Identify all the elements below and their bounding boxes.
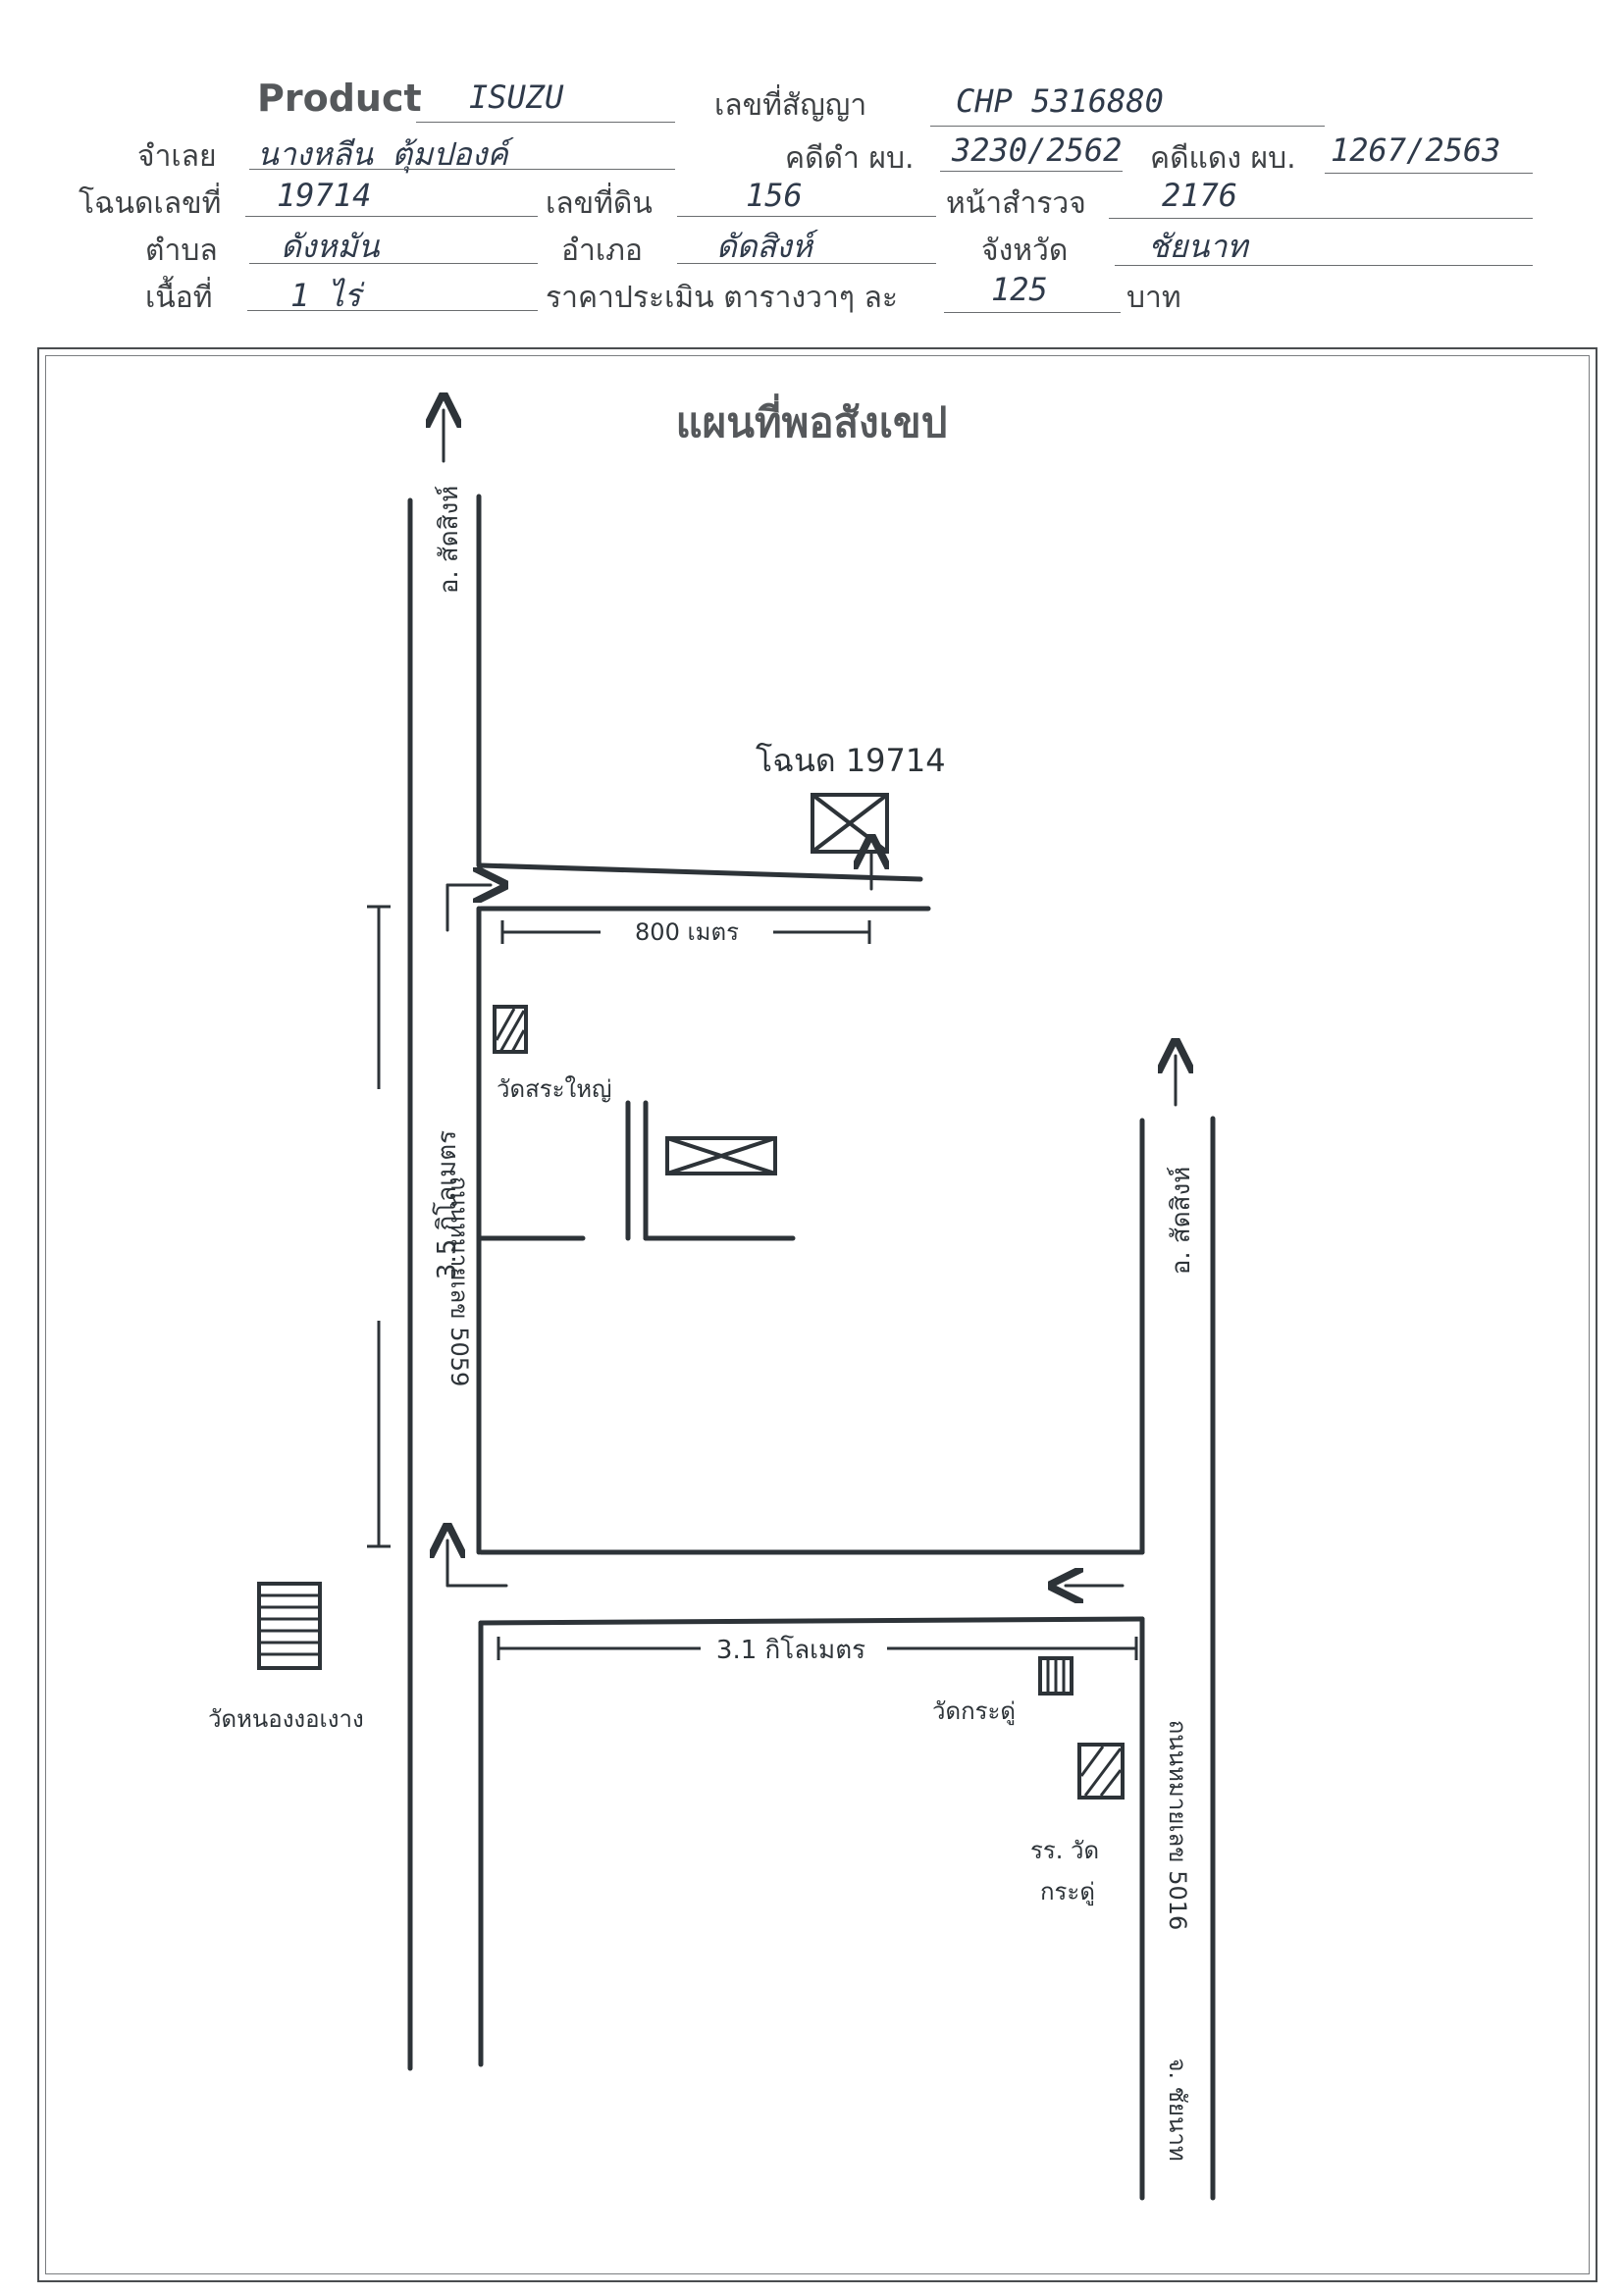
contract-underline xyxy=(930,126,1325,127)
map-title: แผนที่พอสังเขป xyxy=(675,398,948,446)
deed-value: 19714 xyxy=(277,177,372,214)
product-underline xyxy=(416,122,675,123)
to-sankhaburi-right-label: อ. สัดสิงห์ xyxy=(1167,1167,1196,1276)
area-value: 1 ไร่ xyxy=(290,277,361,314)
survey-value: 2176 xyxy=(1162,177,1238,214)
area-underline xyxy=(247,310,538,311)
contract-value: CHP 5316880 xyxy=(956,82,1164,120)
province-underline xyxy=(1115,265,1533,266)
red-case-underline xyxy=(1325,173,1533,174)
deed-mark-label: โฉนด 19714 xyxy=(756,742,946,779)
map-frame-inner xyxy=(45,355,1590,2274)
defendant-value: นางหลีน ตุ้มปองค์ xyxy=(257,135,508,173)
deed-plot-marker xyxy=(811,793,889,854)
red-case-label: คดีแดง ผบ. xyxy=(1150,141,1296,176)
temple-sa-yai-marker xyxy=(493,1005,528,1054)
subdistrict-label: ตำบล xyxy=(145,234,218,268)
deed-label: โฉนดเลขที่ xyxy=(79,186,222,221)
school-kra-du-marker xyxy=(1077,1743,1125,1800)
land-no-underline xyxy=(677,216,936,217)
temple-kra-du-marker xyxy=(1038,1656,1073,1696)
district-value: ดัดสิงห์ xyxy=(716,228,812,265)
map-frame xyxy=(37,347,1597,2282)
cross-road-bottom-edge xyxy=(478,1616,1145,1626)
deed-underline xyxy=(245,216,538,217)
road-5016-label: ถนนหมายเลข 5016 xyxy=(1164,1720,1191,1931)
school-kra-du-label-1: รร. วัด xyxy=(1030,1837,1099,1864)
black-case-label: คดีดำ ผบ. xyxy=(785,141,915,176)
survey-label: หน้าสำรวจ xyxy=(946,186,1086,221)
black-case-underline xyxy=(940,171,1123,172)
temple-nong-ngiew-marker xyxy=(257,1582,322,1670)
product-label: Product xyxy=(257,77,422,120)
subdistrict-value: ดังหมัน xyxy=(281,228,380,265)
price-underline xyxy=(944,312,1121,313)
district-label: อำเภอ xyxy=(561,234,643,268)
school-kra-du-label-2: กระดู่ xyxy=(1040,1878,1095,1906)
area-label: เนื้อที่ xyxy=(145,281,213,315)
survey-underline xyxy=(1109,218,1533,219)
dist-35-label: 3.5 กิโลเมตร xyxy=(432,1130,462,1279)
road-5059-label: ถนนหมายเลข 5059 xyxy=(445,1176,473,1387)
price-unit: บาท xyxy=(1126,281,1181,315)
side-road-top-edge xyxy=(478,862,923,882)
product-value: ISUZU xyxy=(469,78,564,116)
province-label: จังหวัด xyxy=(981,234,1069,268)
dist-31-label: 3.1 กิโลเมตร xyxy=(716,1635,865,1665)
temple-kra-du-label: วัดกระดู่ xyxy=(932,1697,1016,1726)
land-no-label: เลขที่ดิน xyxy=(546,186,653,221)
black-case-value: 3230/2562 xyxy=(952,131,1123,169)
dist-800-label: 800 เมตร xyxy=(635,918,739,946)
defendant-label: จำเลย xyxy=(137,139,217,174)
temple-sa-yai-label: วัดสระใหญ่ xyxy=(497,1075,611,1103)
to-chainat-label: จ. ชัยนาท xyxy=(1164,2058,1191,2161)
land-no-value: 156 xyxy=(746,177,803,214)
red-case-value: 1267/2563 xyxy=(1331,131,1501,169)
province-value: ชัยนาท xyxy=(1148,228,1248,265)
contract-label: เลขที่สัญญา xyxy=(714,88,867,123)
subdistrict-underline xyxy=(249,263,538,264)
temple-nong-ngiew-label: วัดหนองงอเงาง xyxy=(208,1705,364,1733)
building-marker xyxy=(665,1136,777,1175)
price-value: 125 xyxy=(991,271,1048,308)
defendant-underline xyxy=(249,169,675,170)
district-underline xyxy=(677,263,936,264)
price-label: ราคาประเมิน ตารางวาๆ ละ xyxy=(546,281,898,315)
to-sankhaburi-top-label: อ. สัดสิงห์ xyxy=(435,486,464,595)
